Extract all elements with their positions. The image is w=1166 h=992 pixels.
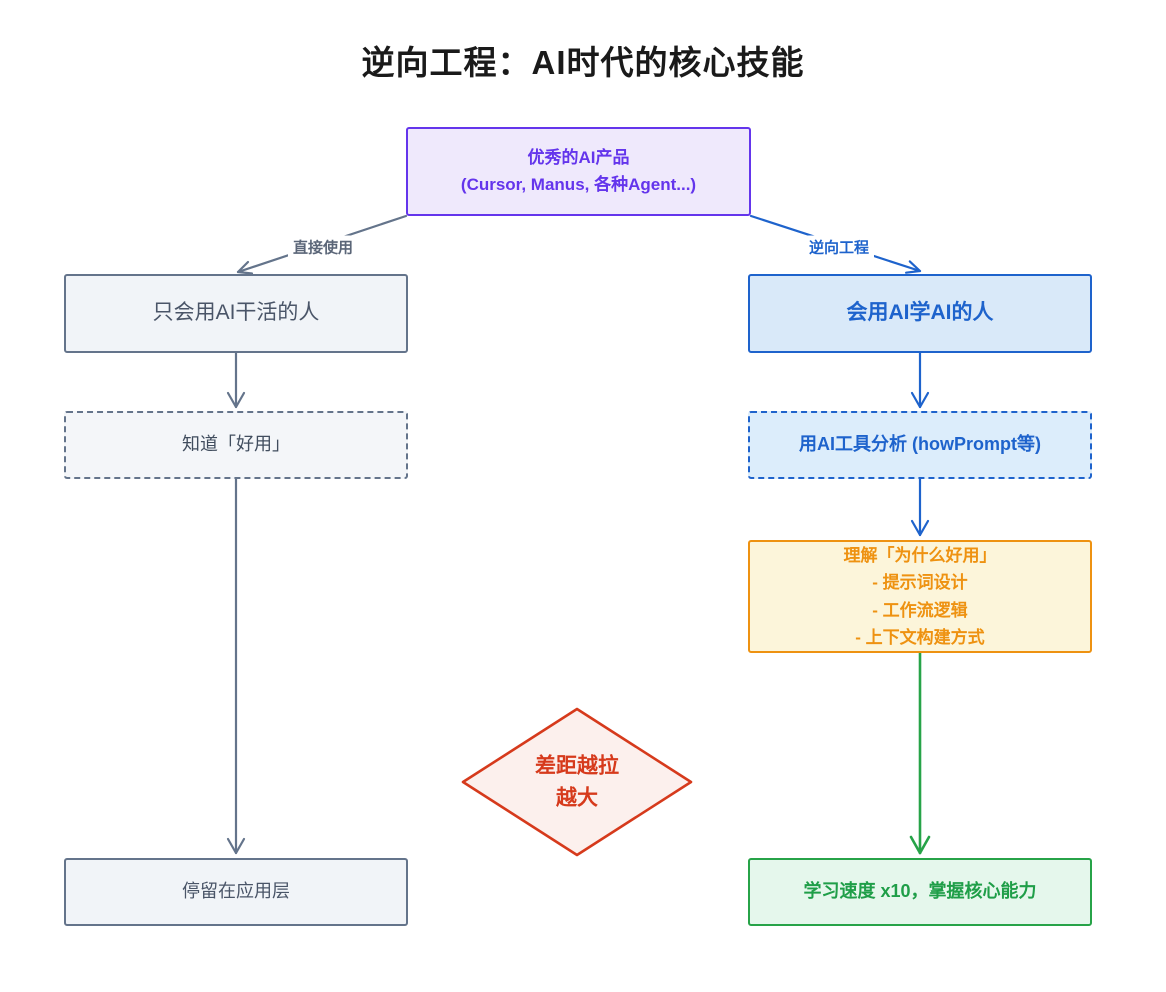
node-learn-ai-with-ai-person-label: 会用AI学AI的人 xyxy=(846,301,994,325)
node-understand-why: 理解「为什么好用」 - 提示词设计 - 工作流逻辑 - 上下文构建方式 xyxy=(748,540,1092,653)
node-understand-why-line2: - 提示词设计 xyxy=(872,573,968,593)
edge-ai-analyze-to-understand xyxy=(910,477,930,537)
node-ai-products-line2: (Cursor, Manus, 各种Agent...) xyxy=(460,174,697,194)
node-ai-products-line1: 优秀的AI产品 xyxy=(527,148,630,168)
node-understand-why-line4: - 上下文构建方式 xyxy=(855,627,985,647)
node-ai-tool-analyze: 用AI工具分析 (howPrompt等) xyxy=(748,411,1092,479)
gap-diamond-line2: 越大 xyxy=(556,786,598,809)
node-only-use-ai-person: 只会用AI干活的人 xyxy=(64,274,408,353)
edge-understand-to-learning-speed xyxy=(909,651,931,855)
edge-label-reverse-engineering: 逆向工程 xyxy=(803,235,875,259)
node-learn-ai-with-ai-person: 会用AI学AI的人 xyxy=(748,274,1092,353)
node-understand-why-line3: - 工作流逻辑 xyxy=(872,600,968,620)
node-only-use-ai-person-label: 只会用AI干活的人 xyxy=(152,301,320,325)
gap-diamond-shape xyxy=(461,707,693,857)
edge-label-direct-use: 直接使用 xyxy=(287,235,359,259)
node-stay-application-layer-label: 停留在应用层 xyxy=(182,881,290,902)
edge-know-good-to-stay-app-layer xyxy=(226,477,246,855)
node-learning-speed-x10-label: 学习速度 x10，掌握核心能力 xyxy=(803,881,1037,902)
node-know-good-label: 知道「好用」 xyxy=(182,434,290,455)
node-stay-application-layer: 停留在应用层 xyxy=(64,858,408,926)
edge-right-person-to-ai-analyze xyxy=(910,351,930,409)
node-understand-why-line1: 理解「为什么好用」 xyxy=(843,546,997,566)
node-ai-tool-analyze-label: 用AI工具分析 (howPrompt等) xyxy=(799,434,1041,455)
gap-diamond-line1: 差距越拉 xyxy=(535,754,619,778)
diagram-title: 逆向工程：AI时代的核心技能 xyxy=(361,44,805,81)
node-ai-products: 优秀的AI产品 (Cursor, Manus, 各种Agent...) xyxy=(406,127,751,216)
gap-diamond-label: 差距越拉 越大 xyxy=(535,751,619,814)
node-learning-speed-x10: 学习速度 x10，掌握核心能力 xyxy=(748,858,1092,926)
node-know-good: 知道「好用」 xyxy=(64,411,408,479)
edge-left-person-to-know-good xyxy=(226,351,246,409)
